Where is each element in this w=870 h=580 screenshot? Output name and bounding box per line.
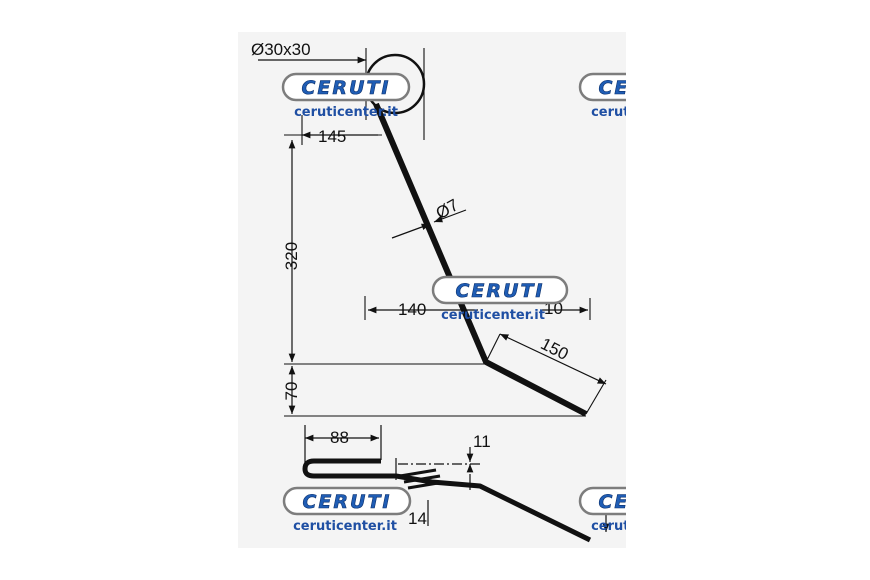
- dim-height-low: 70: [282, 382, 301, 401]
- watermark-4-brand: CERUTI: [302, 491, 391, 513]
- watermark-4-badge: [282, 486, 412, 516]
- dim-tube-diameter: Ø30x30: [251, 40, 311, 59]
- dimension-lines: [258, 56, 607, 414]
- watermark-4: CERUTI ceruticenter.it: [282, 486, 412, 534]
- watermark-1: CERUTI ceruticenter.it: [281, 72, 411, 120]
- dim-gap: 11: [473, 432, 491, 451]
- dim-tine-length: 150: [538, 334, 572, 364]
- dim-offset-mid: 140: [398, 300, 426, 319]
- dim-wire-diameter: Ø7: [433, 195, 462, 223]
- dim-height-main: 320: [282, 242, 301, 270]
- dim-loop-length: 88: [330, 428, 349, 447]
- dim-offset-top: 145: [318, 127, 346, 146]
- watermark-1-badge: [281, 72, 411, 102]
- side-view-lines: [304, 425, 610, 532]
- dim-small-bottom: 14: [408, 509, 427, 528]
- watermark-4-url: ceruticenter.it: [293, 519, 397, 534]
- watermark-3-url: ceruticenter.it: [441, 308, 545, 323]
- watermark-3: CERUTI ceruticenter.it: [431, 275, 569, 323]
- tine-wire: [373, 102, 588, 417]
- watermark-1-url: ceruticenter.it: [294, 105, 398, 120]
- side-view-wire: [302, 458, 592, 543]
- watermark-1-brand: CERUTI: [301, 77, 390, 99]
- watermark-3-badge: [431, 275, 569, 305]
- side-view-coil: [399, 468, 445, 490]
- right-margin-mask: [626, 0, 870, 580]
- watermark-3-brand: CERUTI: [455, 280, 544, 302]
